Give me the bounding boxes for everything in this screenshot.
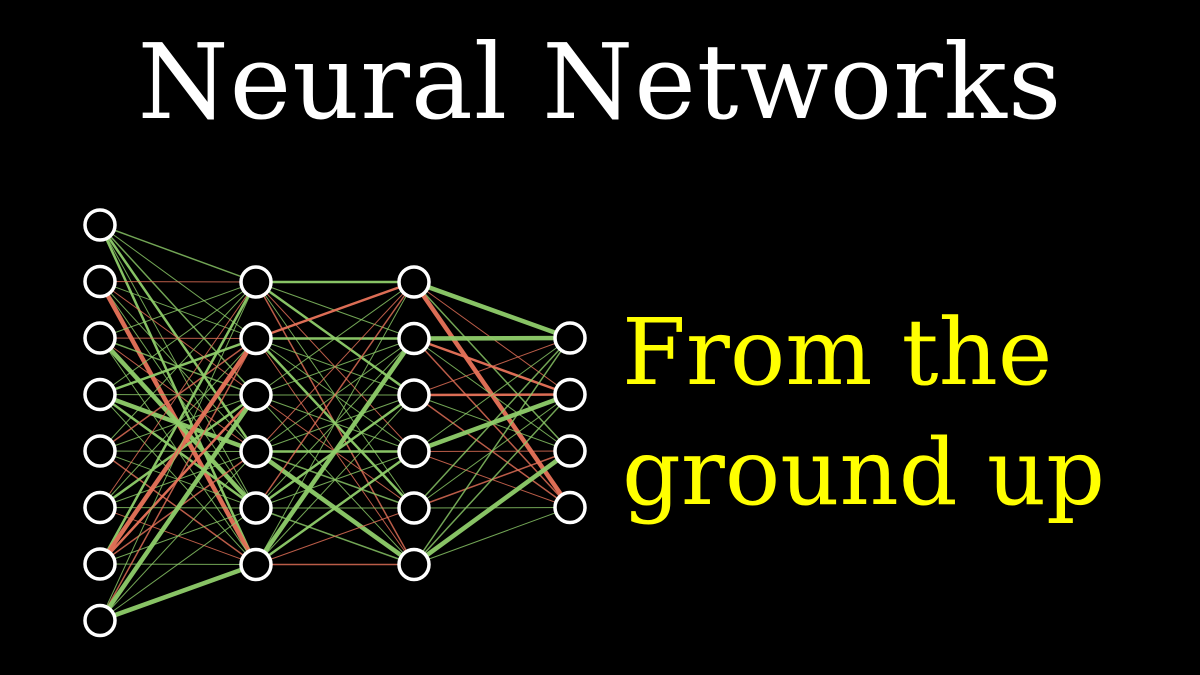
weight-edge xyxy=(254,337,416,566)
weight-edge xyxy=(255,450,415,566)
weight-edge xyxy=(255,281,415,452)
neuron xyxy=(83,321,117,355)
subtitle-line-2: ground up xyxy=(622,419,1106,526)
subtitle-line-1: From the xyxy=(622,299,1053,406)
neuron xyxy=(397,321,431,356)
weight-edge xyxy=(255,281,415,396)
neuron xyxy=(397,547,431,582)
weight-edge xyxy=(99,281,257,283)
neuron xyxy=(239,265,273,299)
weight-edge xyxy=(413,393,571,566)
neuron xyxy=(83,434,117,468)
neuron xyxy=(553,434,587,468)
weight-edge xyxy=(255,280,415,340)
weight-edge xyxy=(98,393,258,622)
neuron xyxy=(239,491,273,525)
neuron xyxy=(83,547,117,581)
neuron xyxy=(397,434,431,469)
neuron xyxy=(83,490,117,525)
weight-edge xyxy=(255,281,415,509)
weight-edge xyxy=(412,449,572,567)
neuron xyxy=(239,321,273,356)
neuron xyxy=(553,490,587,525)
network-neurons xyxy=(83,208,587,638)
weight-edge xyxy=(413,279,571,341)
weight-edge xyxy=(99,562,257,623)
neuron xyxy=(397,265,431,299)
weight-edge xyxy=(99,281,257,339)
title: Neural Networks xyxy=(137,21,1063,143)
weight-edge xyxy=(99,224,257,283)
subtitle: From the ground up xyxy=(622,293,1182,533)
weight-edge xyxy=(99,338,257,621)
neuron xyxy=(239,434,273,469)
weight-edge xyxy=(255,394,415,565)
weight-edge xyxy=(99,451,257,621)
neuron xyxy=(553,321,587,355)
neuron xyxy=(83,377,117,412)
neuron xyxy=(83,264,117,299)
neuron xyxy=(397,491,431,525)
weight-edge xyxy=(413,337,571,565)
neuron xyxy=(397,378,431,412)
weight-edge xyxy=(255,281,415,565)
weight-edge xyxy=(98,281,258,565)
weight-edge xyxy=(99,281,257,621)
weight-edge xyxy=(99,281,257,508)
weight-edge xyxy=(413,337,571,396)
weight-edge xyxy=(413,335,571,341)
neuron xyxy=(83,603,117,638)
weight-edge xyxy=(99,281,257,452)
neuron xyxy=(239,378,273,412)
weight-edge xyxy=(413,337,571,452)
neuron xyxy=(553,377,587,412)
neuron xyxy=(239,547,273,582)
network-edges xyxy=(98,224,572,623)
weight-edge xyxy=(413,507,571,565)
neuron xyxy=(83,208,117,242)
weight-edge xyxy=(99,507,257,621)
weight-edge xyxy=(413,337,571,509)
weight-edge xyxy=(255,507,415,565)
weight-edge xyxy=(99,281,257,395)
